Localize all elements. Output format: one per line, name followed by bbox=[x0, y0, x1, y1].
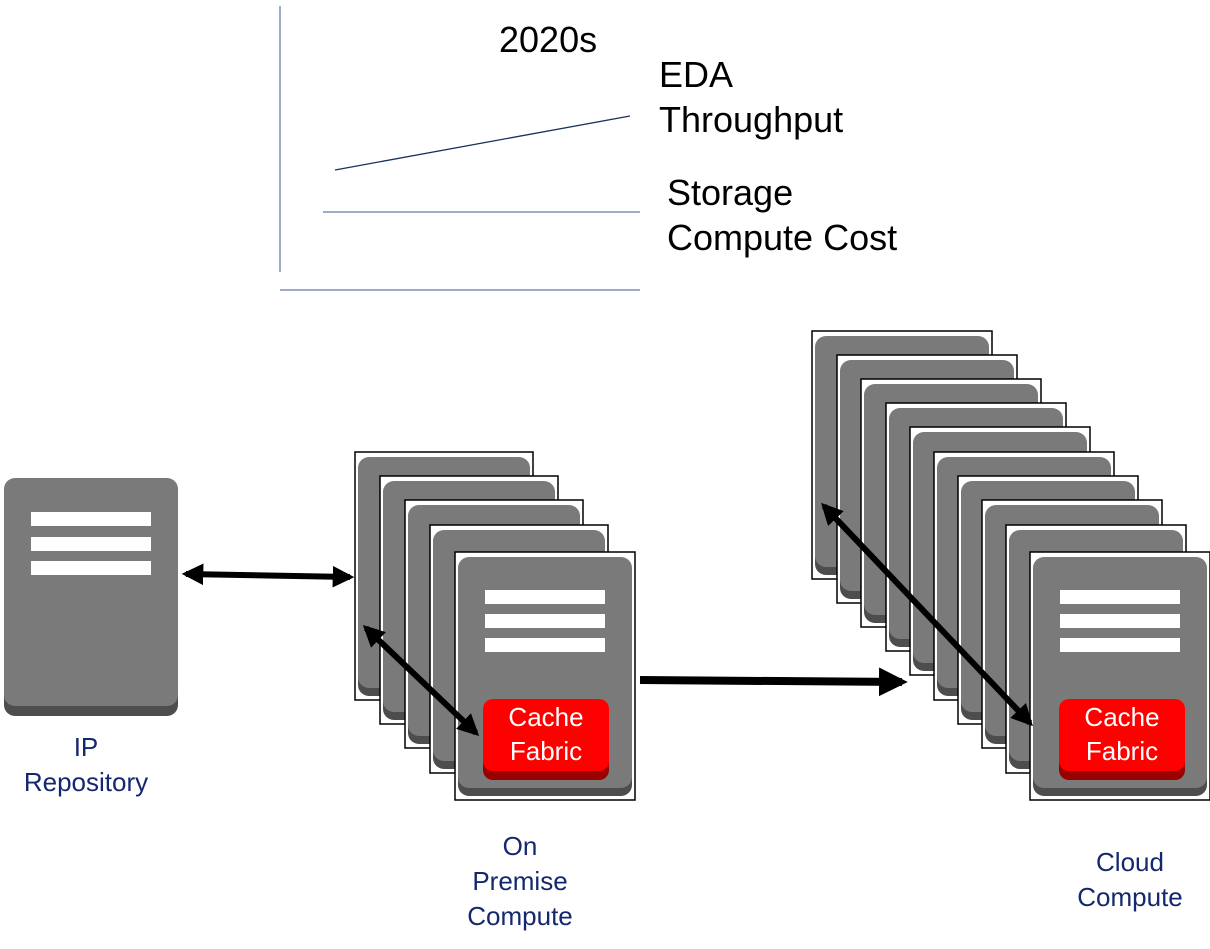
storage-compute-cost-label: Storage Compute Cost bbox=[667, 172, 898, 258]
on-premise-label: On Premise Compute bbox=[467, 831, 573, 931]
arrow-on-premise-to-cloud bbox=[639, 667, 908, 697]
eda-throughput-label: EDA Throughput bbox=[659, 54, 844, 140]
on-premise-cache-label: Cache Fabric bbox=[508, 702, 584, 766]
cloud-cache-label: Cache Fabric bbox=[1084, 702, 1160, 766]
on-premise-cache-fabric bbox=[483, 699, 609, 780]
cloud-compute-label: Cloud Compute bbox=[1077, 847, 1183, 912]
trend-chart bbox=[279, 6, 640, 291]
trend-line-eda-throughput bbox=[334, 115, 631, 171]
on-premise-cache-label-box: Cache Fabric bbox=[483, 699, 609, 771]
cloud-cache-fabric bbox=[1059, 699, 1185, 780]
on-premise-server-stack bbox=[354, 451, 636, 801]
ip-repository-server bbox=[4, 478, 178, 716]
period-label: 2020s bbox=[499, 19, 598, 60]
arrow-on-premise-internal bbox=[362, 625, 480, 736]
ip-repository-label: IP Repository bbox=[23, 732, 149, 797]
arrow-repository-to-on-premise bbox=[181, 563, 355, 588]
arrow-cloud-internal bbox=[821, 502, 1033, 727]
cloud-cache-label-box: Cache Fabric bbox=[1059, 699, 1185, 771]
